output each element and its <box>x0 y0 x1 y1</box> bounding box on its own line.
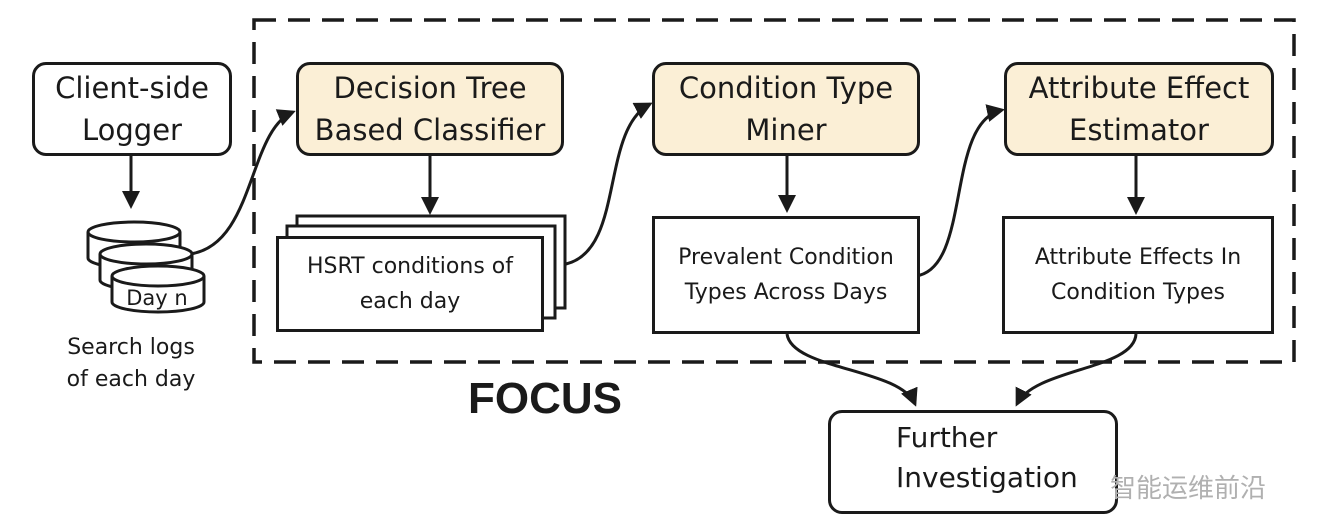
arrow-logs-to-classifier <box>189 109 296 256</box>
decision-tree-box: Decision Tree Based Classifier <box>296 62 564 156</box>
client-logger-label: Client-side Logger <box>55 71 209 147</box>
search-logs-caption: Search logs of each day <box>66 335 196 392</box>
prevalent-types-label: Prevalent Condition Types Across Days <box>678 245 894 305</box>
attribute-estimator-box: Attribute Effect Estimator <box>1004 62 1274 156</box>
hsrt-conditions-box: HSRT conditions of each day <box>276 236 544 332</box>
condition-miner-label: Condition Type Miner <box>678 71 894 147</box>
database-day-label: Day n <box>126 286 188 310</box>
condition-miner-box: Condition Type Miner <box>652 62 920 156</box>
arrow-prevalent-to-estimator <box>915 104 1005 278</box>
focus-label: FOCUS <box>468 374 622 423</box>
hsrt-conditions-label: HSRT conditions of each day <box>306 254 513 314</box>
attribute-estimator-label: Attribute Effect Estimator <box>1028 71 1250 147</box>
client-logger-box: Client-side Logger <box>32 62 232 156</box>
attribute-effects-label: Attribute Effects In Condition Types <box>1034 245 1242 305</box>
decision-tree-label: Decision Tree Based Classifier <box>314 71 546 147</box>
prevalent-types-box: Prevalent Condition Types Across Days <box>652 216 920 334</box>
further-investigation-label: Further Investigation <box>896 421 1078 494</box>
arrow-hsrt-to-miner <box>565 102 653 266</box>
arrow-effects-to-further <box>1015 333 1138 407</box>
further-investigation-box <box>828 410 1118 514</box>
attribute-effects-box: Attribute Effects In Condition Types <box>1002 216 1274 334</box>
watermark-text: 智能运维前沿 <box>1110 474 1267 504</box>
database-icon <box>86 220 206 314</box>
arrow-prevalent-to-further <box>785 333 918 407</box>
focus-boundary <box>252 18 1296 364</box>
